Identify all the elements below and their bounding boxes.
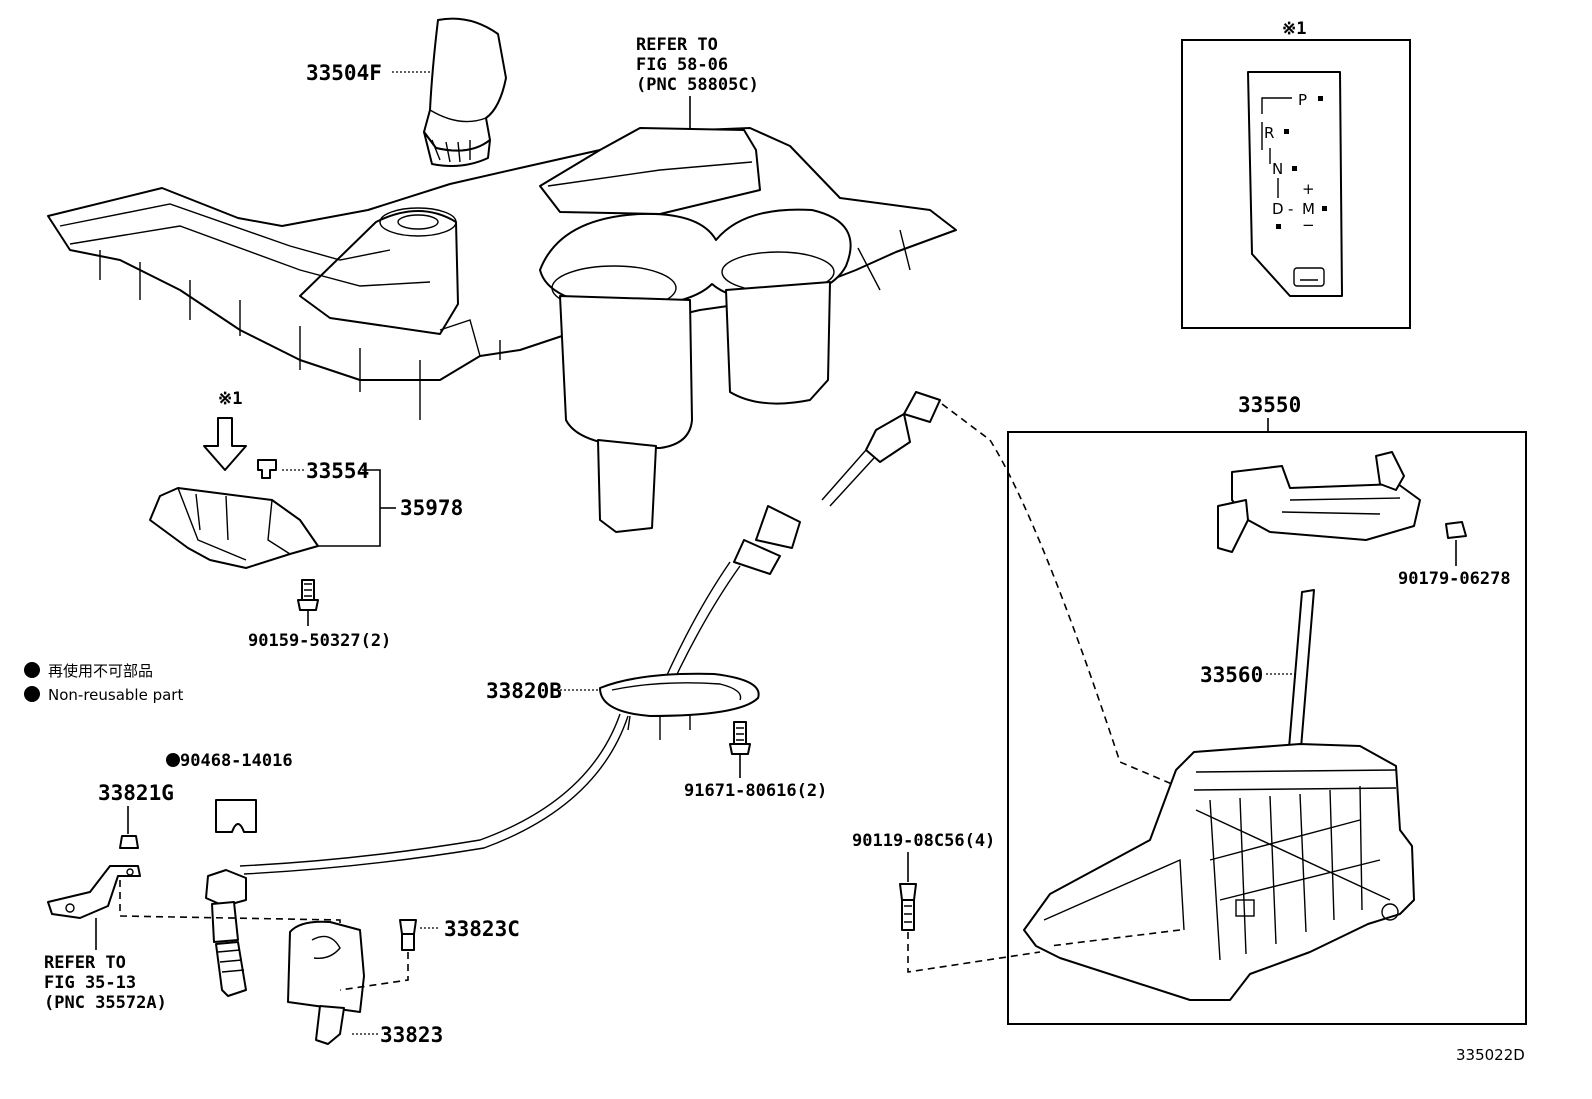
inset-marker-top: ※1	[1282, 19, 1306, 39]
refer-35-line3: (PNC 35572A)	[44, 993, 167, 1013]
shift-pattern-plate	[1247, 71, 1343, 297]
boot-bolt-drawing	[729, 721, 751, 755]
label-shift-knob: 33504F	[306, 61, 382, 85]
label-indicator-assy: 35978	[400, 496, 463, 520]
inset-marker-arrow: ※1	[218, 389, 242, 409]
label-shift-lever: 33560	[1200, 663, 1263, 687]
refer-58-line1: REFER TO	[636, 35, 718, 55]
legend-dot-jp	[24, 662, 40, 678]
shift-lever-drawing	[1287, 589, 1315, 761]
shift-cable-drawing	[205, 391, 941, 997]
label-shifter-nut: 90179-06278	[1398, 569, 1511, 589]
label-bolt-boot: 91671-80616(2)	[684, 781, 827, 801]
label-cable-bracket: 33823	[380, 1023, 443, 1047]
pattern-r: R	[1264, 124, 1274, 142]
shifter-bolt-drawing	[899, 883, 917, 931]
pattern-n: N	[1272, 160, 1283, 178]
cable-bracket-right-drawing	[287, 919, 417, 1045]
shifter-assy-box	[1007, 431, 1527, 1025]
refer-35-line1: REFER TO	[44, 953, 126, 973]
label-screw-1: 90159-50327(2)	[248, 631, 391, 651]
shift-indicator-drawing	[149, 417, 319, 611]
console-tray-drawing	[47, 127, 957, 533]
label-bracket-nut: 33821G	[98, 781, 174, 805]
shift-gate-drawing	[1217, 451, 1467, 553]
legend-dot-en	[24, 686, 40, 702]
label-clip: 90468-14016	[180, 751, 293, 771]
refer-58-line2: FIG 58-06	[636, 55, 728, 75]
label-indicator-part: 33554	[306, 459, 369, 483]
legend-text-en: Non-reusable part	[48, 686, 183, 704]
pattern-plus: +	[1302, 180, 1315, 198]
shift-pattern-inset-box	[1181, 39, 1411, 329]
refer-35-line2: FIG 35-13	[44, 973, 136, 993]
shift-knob-drawing	[423, 17, 507, 167]
label-shifter-bolt: 90119-08C56(4)	[852, 831, 995, 851]
non-reusable-dot	[166, 753, 180, 767]
pattern-d: D	[1272, 200, 1284, 218]
label-cable: 33820B	[486, 679, 562, 703]
retaining-clip-drawing	[215, 799, 257, 833]
legend-text-jp: 再使用不可部品	[48, 662, 153, 680]
label-bracket-bolt: 33823C	[444, 917, 520, 941]
pattern-dash: -	[1288, 200, 1293, 218]
pattern-p: P	[1298, 91, 1307, 109]
pattern-minus: −	[1302, 216, 1315, 234]
diagram-code: 335022D	[1456, 1046, 1525, 1064]
cable-bracket-left-drawing	[47, 835, 141, 919]
label-shifter-assy: 33550	[1238, 393, 1301, 417]
pattern-m: M	[1302, 200, 1315, 218]
refer-58-line3: (PNC 58805C)	[636, 75, 759, 95]
shifter-body-drawing	[1023, 743, 1415, 1001]
